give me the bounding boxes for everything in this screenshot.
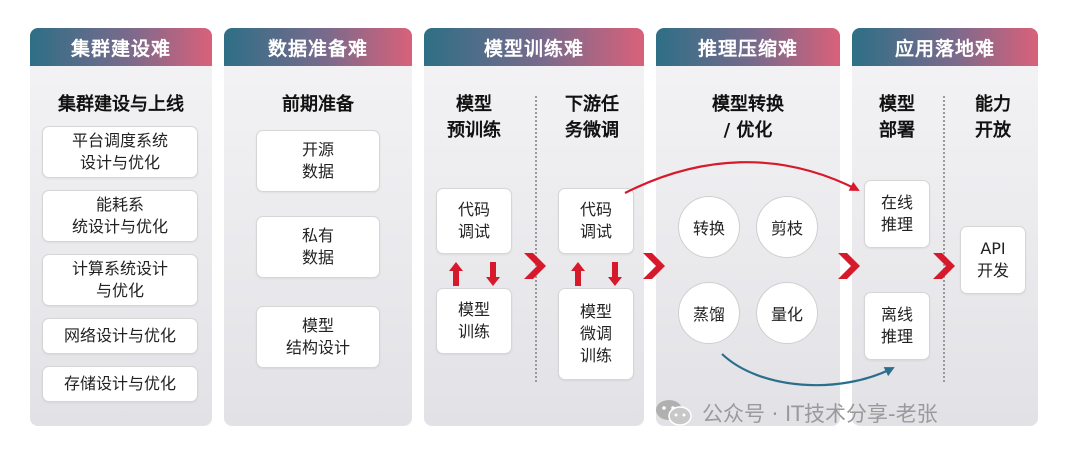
column-subtitle: 模型 部署 [879, 94, 915, 141]
technique-circle: 蒸馏 [678, 282, 740, 344]
watermark-text: 公众号 · IT技术分享-老张 [702, 402, 938, 426]
column-header: 模型训练难 [424, 28, 644, 66]
item-box: 存储设计与优化 [42, 366, 198, 402]
item-box: 在线 推理 [864, 180, 930, 248]
column-subtitle: 前期准备 [282, 94, 354, 115]
column-training: 模型训练难 模型 预训练 下游任 务微调 代码 调试 模型 训练 代码 调试 模… [424, 28, 644, 426]
technique-circle: 量化 [756, 282, 818, 344]
item-box: 网络设计与优化 [42, 318, 198, 354]
chevron-right-icon [643, 253, 665, 279]
column-subtitle: 模型转换 / 优化 [712, 94, 784, 141]
divider [943, 96, 945, 382]
column-subtitle: 模型 预训练 [447, 94, 501, 141]
item-box: 模型 结构设计 [256, 306, 380, 368]
arrow-up-icon [571, 262, 585, 286]
item-box: 模型 微调 训练 [558, 288, 634, 380]
item-box: 模型 训练 [436, 288, 512, 354]
watermark: 公众号 · IT技术分享-老张 [654, 396, 938, 430]
column-inference-compression: 推理压缩难 模型转换 / 优化 转换 剪枝 蒸馏 量化 [656, 28, 840, 426]
arrow-down-icon [486, 262, 500, 286]
technique-circle: 转换 [678, 196, 740, 258]
column-header: 数据准备难 [224, 28, 412, 66]
chevron-right-icon [524, 253, 546, 279]
item-box: API 开发 [960, 226, 1026, 294]
wechat-icon [656, 400, 692, 426]
item-box: 平台调度系统 设计与优化 [42, 126, 198, 178]
item-box: 开源 数据 [256, 130, 380, 192]
item-box: 私有 数据 [256, 216, 380, 278]
chevron-right-icon [838, 253, 860, 279]
column-application: 应用落地难 模型 部署 能力 开放 在线 推理 离线 推理 API 开发 [852, 28, 1038, 426]
column-data-prep: 数据准备难 前期准备 开源 数据 私有 数据 模型 结构设计 [224, 28, 412, 426]
column-subtitle: 能力 开放 [975, 94, 1011, 141]
divider [535, 96, 537, 382]
arrow-up-icon [449, 262, 463, 286]
arrow-down-icon [608, 262, 622, 286]
chevron-right-icon [933, 253, 955, 279]
item-box: 能耗系 统设计与优化 [42, 190, 198, 242]
technique-circle: 剪枝 [756, 196, 818, 258]
column-cluster: 集群建设难 集群建设与上线 平台调度系统 设计与优化 能耗系 统设计与优化 计算… [30, 28, 212, 426]
column-header: 应用落地难 [852, 28, 1038, 66]
item-box: 代码 调试 [436, 188, 512, 254]
item-box: 计算系统设计 与优化 [42, 254, 198, 306]
item-box: 代码 调试 [558, 188, 634, 254]
item-box: 离线 推理 [864, 292, 930, 360]
column-header: 推理压缩难 [656, 28, 840, 66]
column-header: 集群建设难 [30, 28, 212, 66]
column-subtitle: 集群建设与上线 [58, 94, 184, 115]
column-subtitle: 下游任 务微调 [565, 94, 619, 141]
